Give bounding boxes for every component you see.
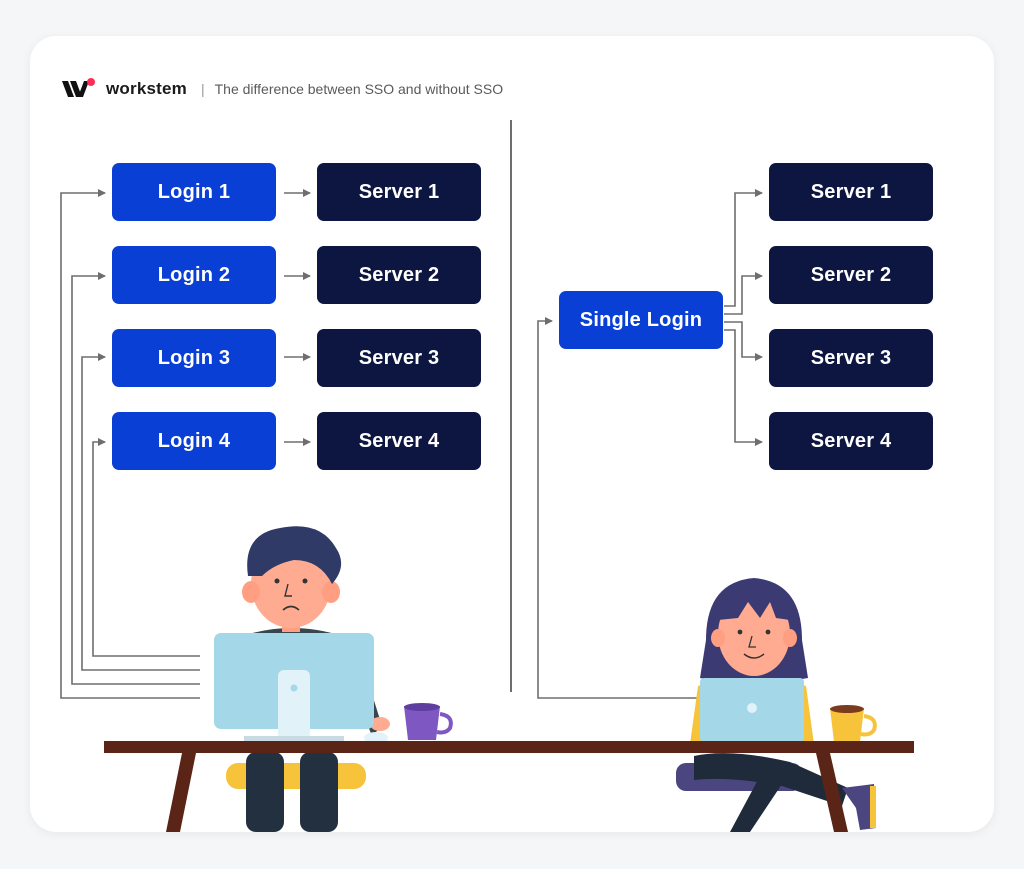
login-4-box: Login 4 [112,412,276,470]
user-to-login-connectors [60,189,200,699]
left-server-2-box: Server 2 [317,246,481,304]
user-to-single-login-connector [537,317,702,699]
right-server-1-box: Server 1 [769,163,933,221]
login-3-box: Login 3 [112,329,276,387]
header-separator: | [200,81,205,97]
woman-with-laptop-illustration [676,578,877,832]
header: workstem | The difference between SSO an… [62,74,503,104]
left-server-3-box: Server 3 [317,329,481,387]
single-login-box: Single Login [559,291,723,349]
login-to-server-arrows [284,189,311,446]
right-server-2-box: Server 2 [769,246,933,304]
single-login-to-server-connectors [724,189,763,446]
desk [104,741,914,832]
left-server-4-box: Server 4 [317,412,481,470]
diagram-card: workstem | The difference between SSO an… [30,36,994,832]
right-server-3-box: Server 3 [769,329,933,387]
left-server-1-box: Server 1 [317,163,481,221]
login-2-box: Login 2 [112,246,276,304]
diagram-graphics [60,120,914,832]
login-1-box: Login 1 [112,163,276,221]
right-server-4-box: Server 4 [769,412,933,470]
brand-name: workstem [106,79,187,98]
man-at-desktop-illustration [214,526,453,832]
page-title: The difference between SSO and without S… [214,81,504,97]
workstem-logo-icon [62,78,95,97]
